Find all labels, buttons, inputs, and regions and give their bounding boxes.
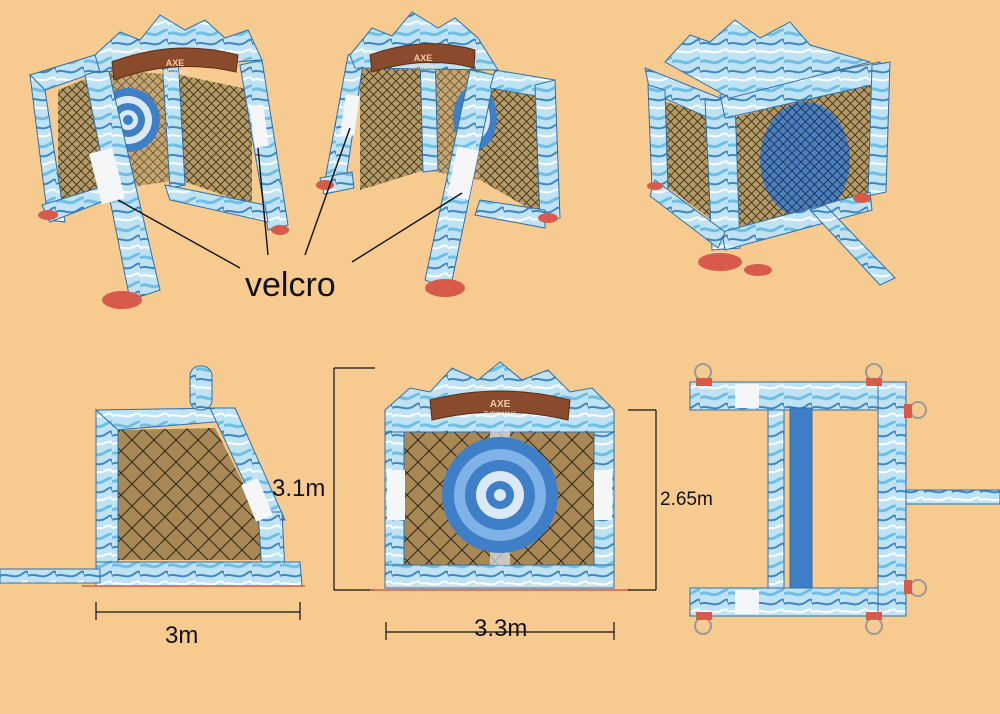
frame-tube <box>867 61 891 197</box>
depth-label: 3m <box>165 622 198 649</box>
banner-subtitle: THROWING <box>483 412 517 418</box>
banner <box>111 47 239 81</box>
frame-tube <box>474 199 546 229</box>
view-top <box>689 363 1000 635</box>
frame-tube <box>29 73 66 223</box>
frame-tube <box>877 381 907 617</box>
net-panel-right <box>180 75 252 205</box>
banner-subtitle: THROWING <box>409 65 437 71</box>
anchor-foot <box>698 253 742 271</box>
banner-title: AXE <box>490 399 511 410</box>
banner <box>429 390 571 421</box>
banner-subtitle: THROWING <box>161 70 189 76</box>
dimension-height-total: 3.1m <box>272 367 375 591</box>
frame-tube <box>689 587 896 617</box>
velcro-strap <box>249 104 269 148</box>
leader-line <box>304 127 351 256</box>
frame-tube <box>721 191 873 251</box>
frame-tube <box>689 381 896 411</box>
velcro-strap <box>387 470 405 520</box>
anchor-foot <box>38 210 58 220</box>
height-total-label: 3.1m <box>272 475 325 502</box>
view-side <box>0 365 305 587</box>
velcro-strap <box>735 384 759 408</box>
velcro-label: velcro <box>245 266 336 304</box>
velcro-callout: velcro <box>117 127 463 304</box>
anchor-foot <box>647 182 663 190</box>
net-panel-left <box>360 55 425 190</box>
banner <box>369 43 476 73</box>
velcro-strap <box>89 147 125 205</box>
target <box>442 437 558 553</box>
width-label: 3.3m <box>474 615 527 642</box>
view-rear-3d <box>644 19 896 286</box>
target <box>760 102 850 218</box>
leader-line <box>257 147 269 256</box>
banner-title: AXE <box>414 53 433 63</box>
support-tube <box>0 568 101 584</box>
top-post <box>189 365 213 411</box>
anchor-foot <box>425 279 465 297</box>
frame-tube <box>95 408 119 586</box>
dimension-height-net: 2.65m <box>628 409 713 591</box>
velcro-strap <box>340 94 360 136</box>
velcro-strap <box>241 478 273 522</box>
anchor-foot <box>538 213 558 223</box>
net-panel <box>118 428 262 560</box>
support-tube <box>905 489 1000 505</box>
view-front: AXE THROWING <box>370 361 630 591</box>
dimension-depth: 3m <box>95 602 301 649</box>
frame-tube <box>209 407 286 521</box>
frame-tube <box>164 184 269 223</box>
frame-tube <box>767 409 785 589</box>
view-front-left-3d: AXE THROWING <box>29 14 289 309</box>
frame-tube <box>647 84 669 193</box>
frame-tube <box>534 79 561 223</box>
anchor-foot <box>271 225 289 235</box>
frame-tube <box>95 561 303 587</box>
leader-line <box>117 199 241 269</box>
crown-top <box>664 19 872 99</box>
height-net-label: 2.65m <box>660 489 713 510</box>
velcro-strap <box>594 470 612 520</box>
anchor-foot <box>744 264 772 276</box>
view-front-right-3d: AXE THROWING <box>316 11 561 297</box>
dimension-width: 3.3m <box>385 615 615 642</box>
frame-tube <box>649 179 726 249</box>
velcro-strap <box>447 146 479 200</box>
anchor-foot <box>102 291 142 309</box>
support-tube <box>809 204 896 286</box>
banner-title: AXE <box>166 58 185 68</box>
target-board <box>789 407 813 589</box>
anchor-foot <box>853 193 871 203</box>
anchor-feet <box>696 378 912 620</box>
frame-tube <box>384 564 615 589</box>
velcro-strap <box>735 590 759 614</box>
leader-line <box>351 192 463 263</box>
